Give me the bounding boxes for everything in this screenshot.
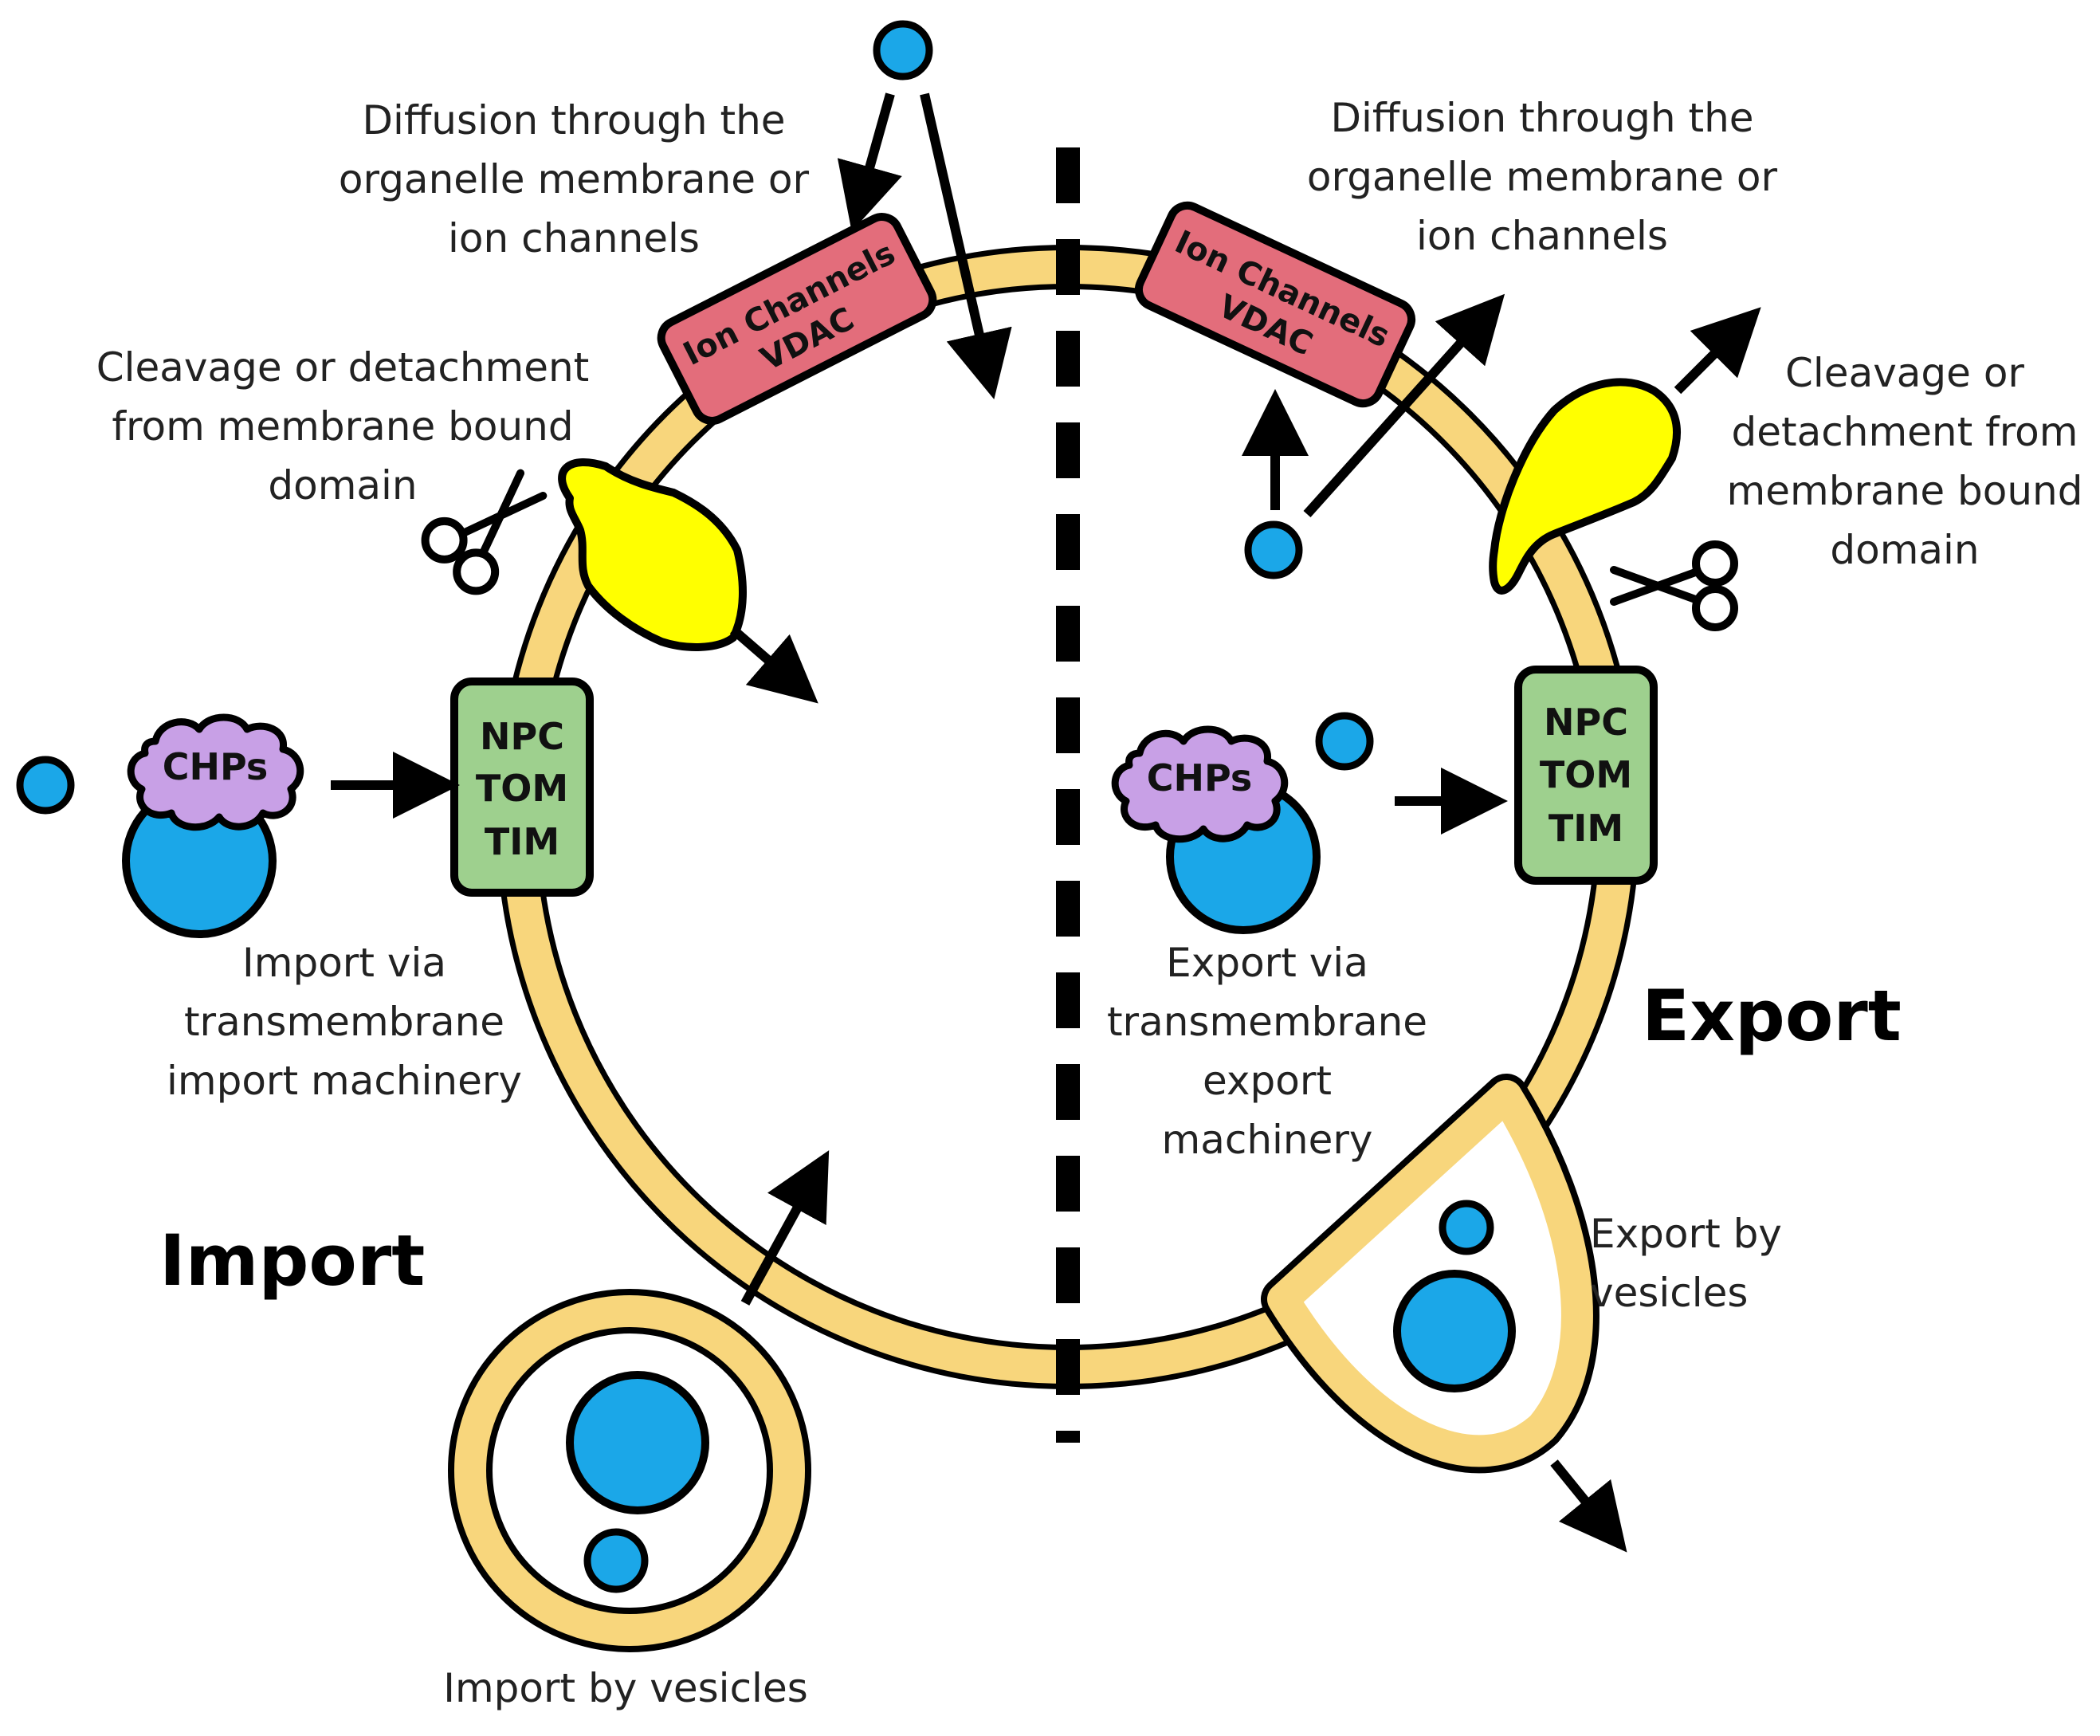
label-line: export [1203,1058,1332,1104]
export-vesicle [1261,1074,1600,1474]
ion-channel-left: Ion Channels VDAC [657,213,937,425]
scissors-icon [1610,540,1738,631]
label-diffusion-right: Diffusion through the organelle membrane… [1307,95,1778,259]
protein-molecule [566,1371,709,1514]
transporter-label: TOM [476,767,568,810]
label-line: transmembrane [184,999,504,1045]
arrow-icon [1550,1459,1627,1553]
small-molecule [1244,520,1303,579]
chaperone-complex-right: CHPs [1111,725,1321,934]
transporter-label: NPC [1544,701,1628,744]
label-line: ion channels [448,215,700,261]
arrow-icon [730,626,818,704]
label-line: Export via [1166,940,1368,986]
transporter-right: NPC TOM TIM [1514,666,1658,885]
chaperone-label: CHPs [1147,756,1253,799]
small-molecule [1439,1200,1494,1255]
label-cleavage-right: Cleavage or detachment from membrane bou… [1727,350,2083,573]
transporter-label: TIM [1549,807,1623,850]
section-title-import: Import [159,1220,425,1302]
label-line: domain [268,462,417,509]
ion-channel-right: Ion Channels VDAC [1134,201,1416,408]
label-line: Cleavage or detachment [96,344,590,391]
cleaved-domain-right [1489,378,1681,595]
chaperone-cloud [1111,725,1289,843]
import-vesicle [448,1289,811,1652]
label-line: Diffusion through the [362,97,785,143]
label-line: vesicles [1590,1270,1749,1316]
transporter-label: TIM [485,820,559,863]
label-line: Diffusion through the [1330,95,1753,141]
label-import-machinery: Import via transmembrane import machiner… [167,940,522,1104]
label-line: organelle membrane or [339,156,810,202]
label-line: import machinery [167,1058,522,1104]
transporter-label: TOM [1540,753,1632,796]
label-export-vesicles: Export by vesicles [1590,1211,1782,1316]
small-molecule [16,756,75,815]
label-line: ion channels [1416,213,1668,259]
label-import-vesicles: Import by vesicles [443,1665,808,1711]
label-cleavage-left: Cleavage or detachment from membrane bou… [96,344,590,509]
arrow-icon [920,92,1012,399]
chaperone-cloud [127,713,304,831]
label-export-machinery: Export via transmembrane export machiner… [1107,940,1427,1163]
label-line: from membrane bound [112,403,573,450]
chaperone-complex-left: CHPs [122,713,304,938]
label-line: machinery [1161,1117,1372,1163]
label-line: Import via [242,940,446,986]
label-line: membrane bound [1727,468,2083,514]
label-line: Cleavage or [1785,350,2024,396]
section-title-export: Export [1642,975,1902,1057]
label-diffusion-left: Diffusion through the organelle membrane… [339,97,810,261]
arrows [331,92,1761,1553]
chaperone-label: CHPs [163,745,269,788]
label-line: detachment from [1732,409,2078,455]
transporter-label: NPC [480,715,564,758]
cleaved-domain-left [558,458,747,651]
scissors-icon [421,469,548,595]
arrow-icon [1674,307,1761,395]
label-line: organelle membrane or [1307,154,1778,200]
arrow-icon [837,92,902,232]
small-molecule [873,20,933,81]
transporter-left: NPC TOM TIM [450,678,594,897]
small-molecule [583,1528,649,1593]
label-line: transmembrane [1107,999,1427,1045]
arrow-icon [740,1150,830,1306]
label-line: Export by [1590,1211,1782,1257]
label-line: domain [1830,527,1979,573]
arrow-icon [1303,293,1505,518]
protein-molecule [1393,1270,1516,1392]
small-molecule [1315,712,1374,771]
